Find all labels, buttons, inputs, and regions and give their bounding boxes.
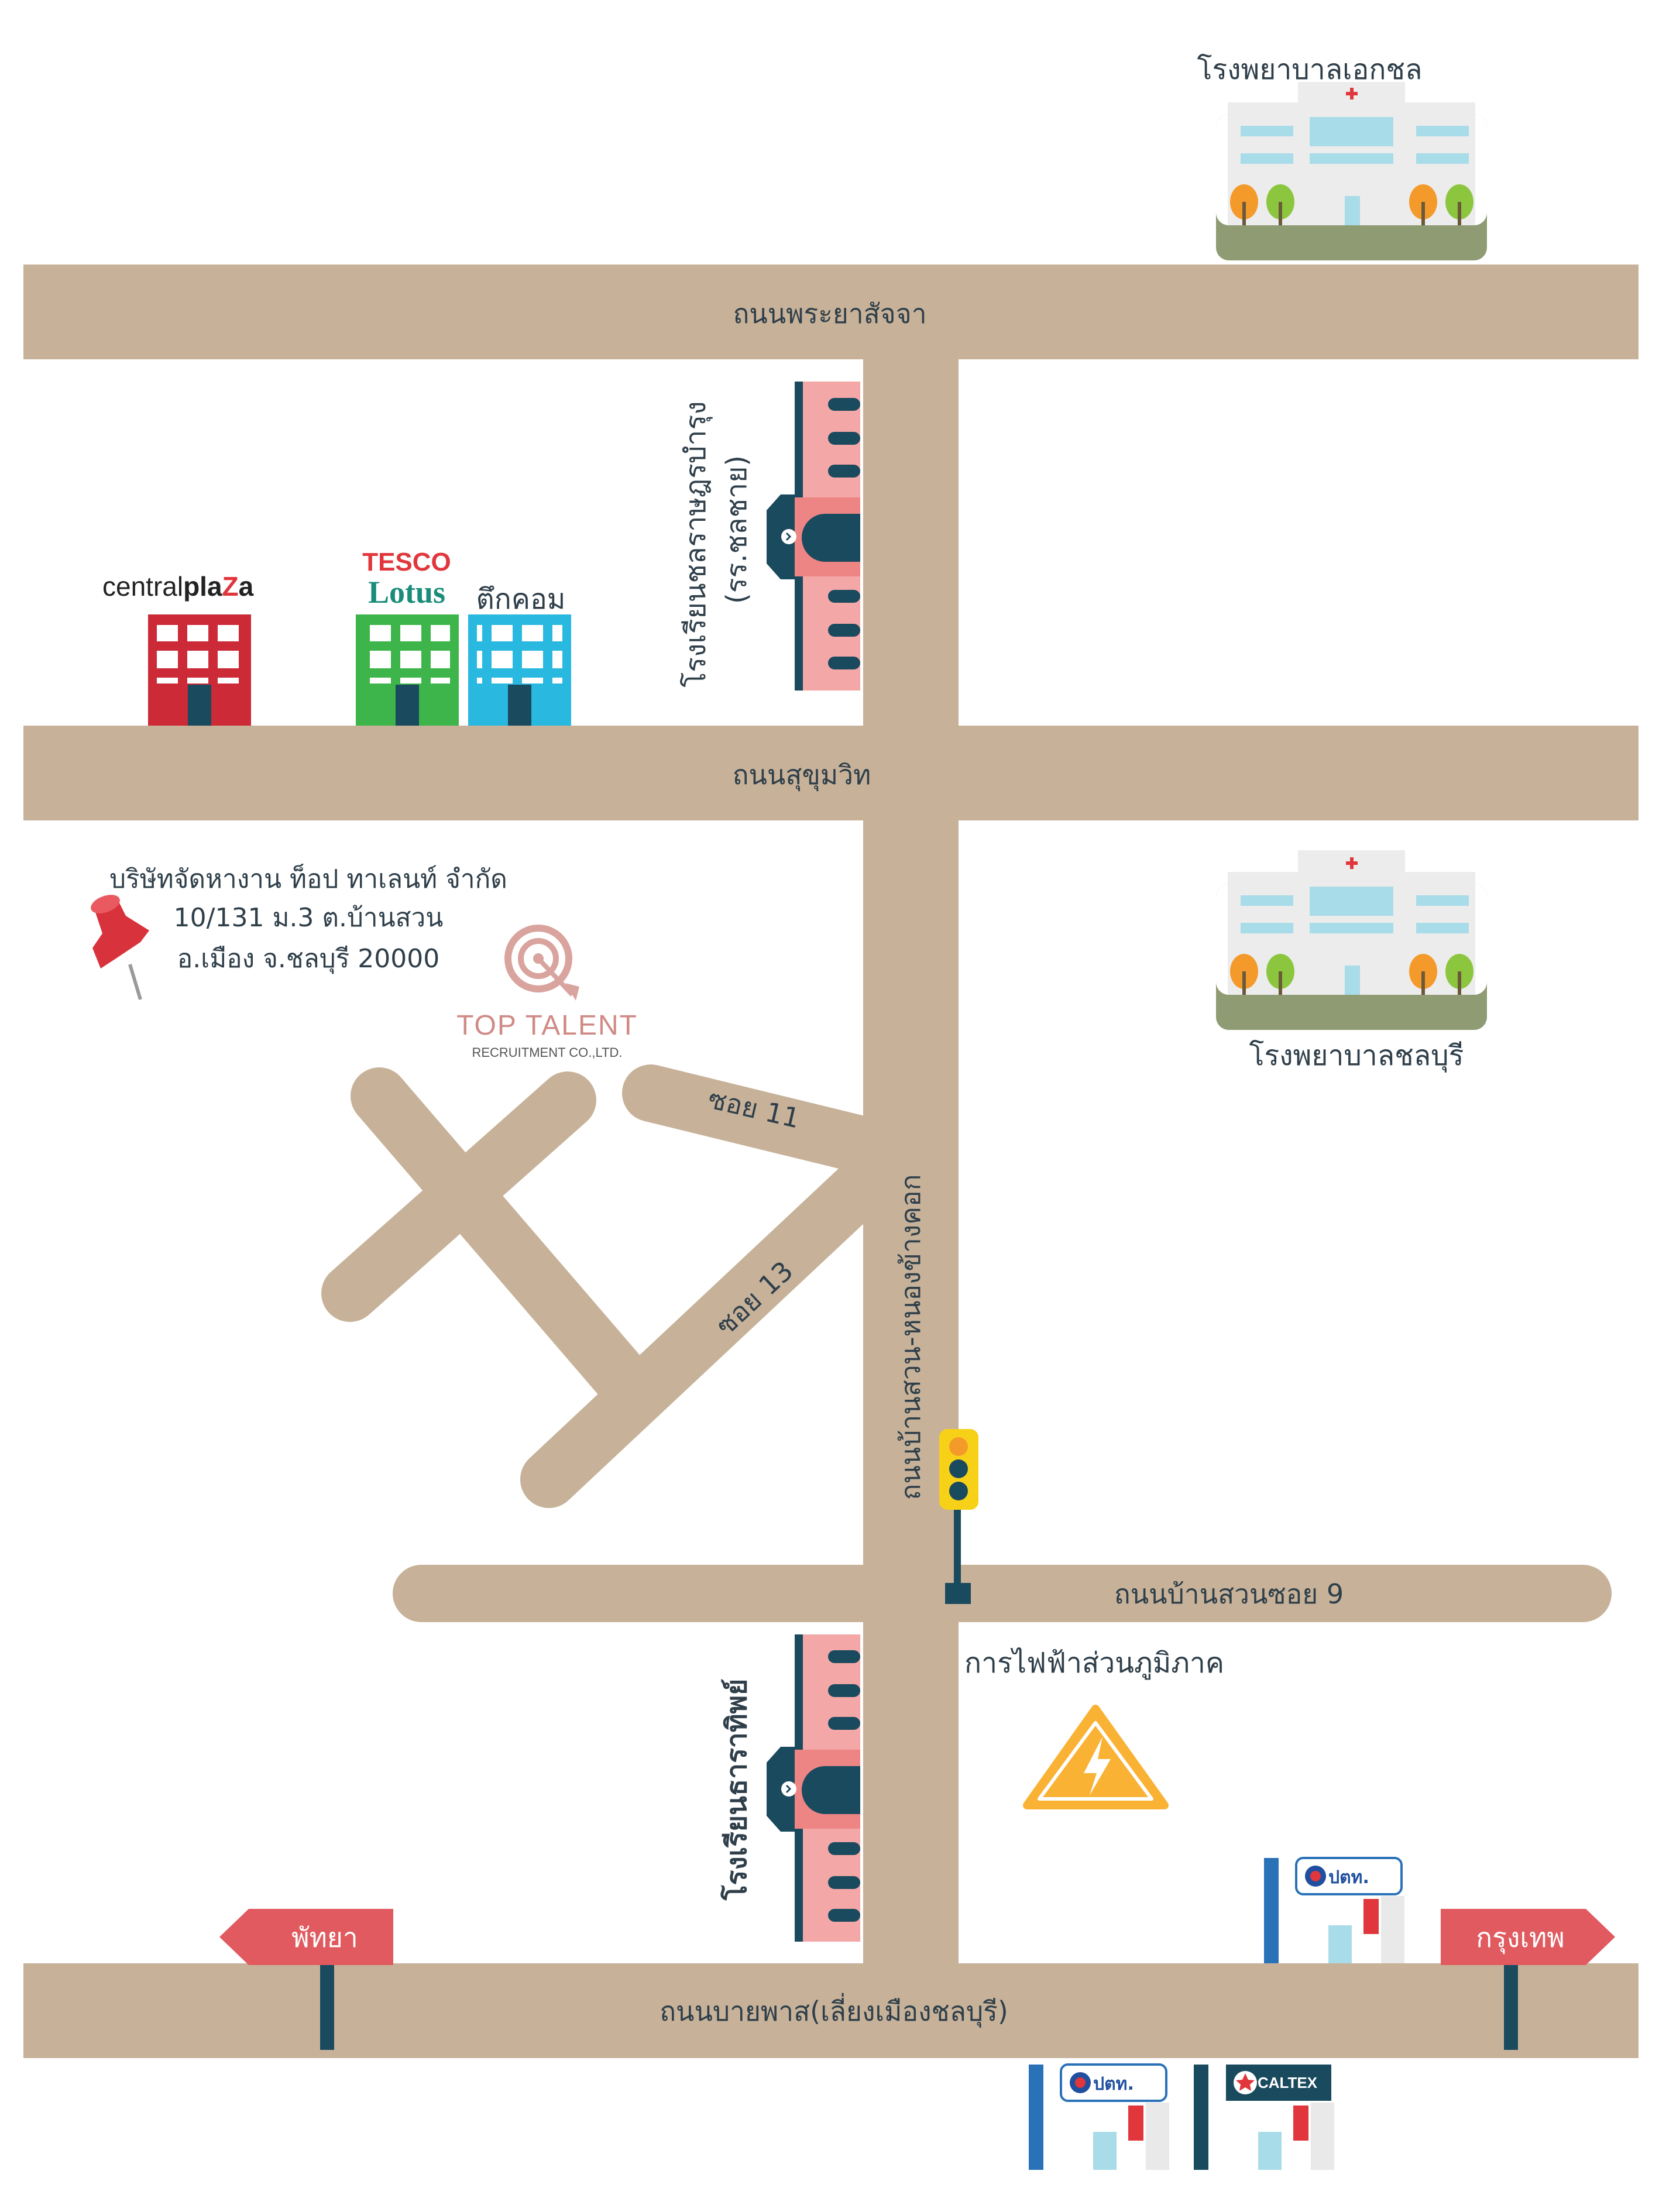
school-top: โรงเรียนชลราษฎรบำรุง (รร.ชลชาย) — [679, 382, 860, 691]
school-top-label-line1: โรงเรียนชลราษฎรบำรุง — [679, 401, 713, 687]
tree-icon — [1230, 184, 1473, 225]
sign-bangkok-label: กรุงเทพ — [1476, 1922, 1564, 1955]
red-cross-icon — [1346, 88, 1358, 99]
tukkom-building: ตึกคอม — [468, 583, 571, 726]
traffic-light-icon — [939, 1429, 978, 1604]
push-pin-icon — [91, 895, 149, 1000]
company-address: บริษัทจัดหางาน ท็อป ทาเลนท์ จำกัด 10/131… — [109, 864, 507, 974]
road-cross-b — [321, 1071, 596, 1322]
road-label-vertical: ถนนบ้านสวน-หนองข้างคอก — [895, 1174, 926, 1500]
sign-bangkok: กรุงเทพ — [1441, 1909, 1615, 2050]
ptt-logo-right: ปตท. — [1328, 1867, 1369, 1888]
top-talent-name: TOP TALENT — [456, 1010, 638, 1041]
caltex-station: CALTEX — [1194, 2065, 1337, 2170]
central-plaza-logo: centralplaZa — [102, 571, 254, 602]
electric-authority: การไฟฟ้าส่วนภูมิภาค — [964, 1647, 1224, 1809]
road-cross-a — [351, 1067, 660, 1417]
road-top — [23, 265, 1639, 359]
lightning-icon — [1084, 1737, 1111, 1795]
road-label-soi9: ถนนบ้านสวนซอย 9 — [1114, 1578, 1344, 1610]
top-talent-sub: RECRUITMENT CO.,LTD. — [472, 1045, 622, 1060]
road-sukhumvit — [23, 726, 1639, 820]
caltex-logo: CALTEX — [1258, 2074, 1318, 2091]
road-label-top: ถนนพระยาสัจจา — [733, 298, 926, 329]
tesco-lotus-building: TESCO Lotus — [356, 548, 459, 726]
tree-icon — [1230, 954, 1473, 995]
top-talent-logo: TOP TALENT RECRUITMENT CO.,LTD. — [456, 925, 638, 1060]
tesco-logo: TESCO — [362, 548, 451, 576]
arrow-right-icon — [1441, 1909, 1615, 1965]
road-soi11 — [622, 1064, 895, 1174]
arrow-left-icon — [219, 1909, 393, 1965]
company-address-line3: อ.เมือง จ.ชลบุรี 20000 — [177, 944, 439, 974]
road-bottom — [23, 1963, 1639, 2058]
road-label-sukhumvit: ถนนสุขุมวิท — [733, 759, 871, 792]
caltex-star-icon — [1236, 2073, 1255, 2091]
company-name: บริษัทจัดหางาน ท็อป ทาเลนท์ จำกัด — [109, 864, 507, 894]
company-address-line2: 10/131 ม.3 ต.บ้านสวน — [174, 903, 444, 933]
hospital-top: โรงพยาบาลเอกชล — [1197, 53, 1487, 260]
ptt-station-bottom: ปตท. — [1029, 2063, 1172, 2170]
sign-pattaya: พัทยา — [219, 1909, 393, 2050]
school-top-label-line2: (รร.ชลชาย) — [720, 455, 753, 604]
ptt-logo-bottom: ปตท. — [1093, 2074, 1134, 2094]
school-bottom: โรงเรียนธาราทิพย์ — [720, 1634, 860, 1942]
hospital-top-label: โรงพยาบาลเอกชล — [1197, 53, 1423, 86]
school-bottom-label: โรงเรียนธาราทิพย์ — [720, 1679, 753, 1901]
tukkom-label: ตึกคอม — [476, 583, 566, 616]
hospital-right: โรงพยาบาลชลบุรี — [1216, 850, 1487, 1073]
sign-pattaya-label: พัทยา — [291, 1922, 358, 1953]
roads — [23, 265, 1639, 2058]
road-soi13 — [520, 1153, 895, 1508]
red-cross-icon — [1346, 857, 1358, 869]
central-plaza-building: centralplaZa — [102, 571, 254, 726]
lotus-logo: Lotus — [368, 575, 445, 610]
road-label-bottom: ถนนบายพาส(เลี่ยงเมืองชลบุรี) — [660, 1993, 1008, 2028]
electric-label: การไฟฟ้าส่วนภูมิภาค — [964, 1647, 1224, 1680]
hospital-right-label: โรงพยาบาลชลบุรี — [1249, 1039, 1464, 1073]
ptt-station-right: ปตท. — [1264, 1857, 1407, 1963]
